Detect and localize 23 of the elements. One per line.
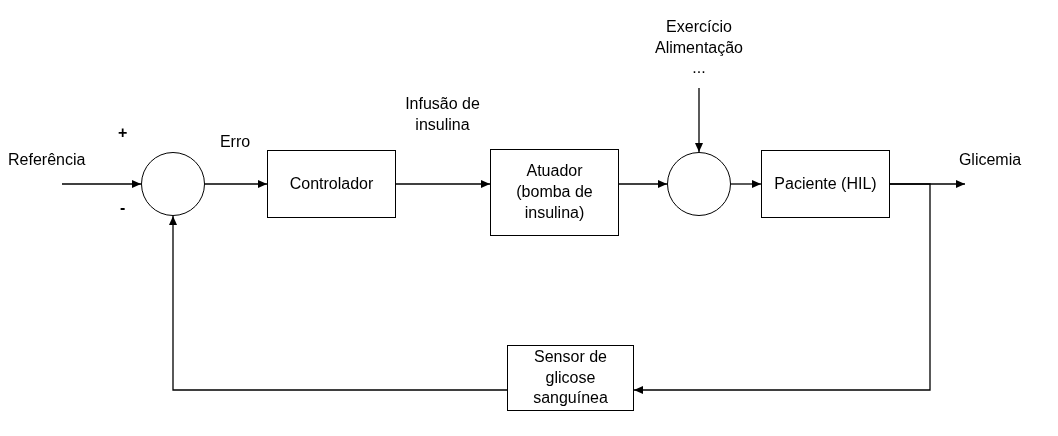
process-box: [761, 150, 890, 218]
node-text: Sensor de glicose sanguínea: [532, 346, 609, 409]
arrow: [633, 183, 931, 394]
arrow: [618, 180, 668, 188]
node-text: Paciente (HIL): [773, 173, 878, 194]
process-box: [507, 345, 634, 411]
edge-label: Infusão de insulina: [404, 94, 481, 135]
node-text: Controlador: [288, 173, 375, 194]
node-text: Exercício Alimentação ...: [653, 16, 744, 79]
node-text: Atuador (bomba de insulina): [515, 161, 594, 223]
process-box: [267, 150, 396, 218]
input-label: Referência: [8, 150, 86, 170]
arrow: [61, 180, 142, 188]
arrow: [169, 215, 508, 391]
process-box: [490, 149, 619, 236]
arrow: [695, 87, 703, 153]
edge-label: Erro: [218, 132, 252, 152]
arrow: [204, 180, 268, 188]
sign-label: -: [120, 198, 126, 218]
sign-label: +: [118, 123, 128, 143]
edge-label: Glicemia: [957, 150, 1023, 170]
arrow: [730, 180, 762, 188]
arrow: [395, 180, 491, 188]
